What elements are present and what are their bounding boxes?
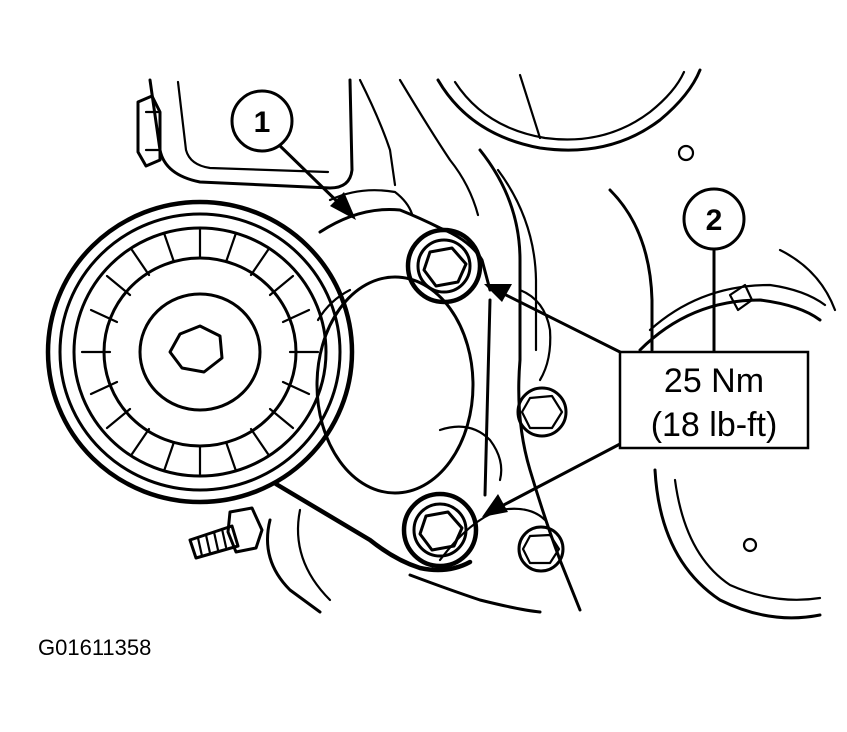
leader-arrowhead-upper bbox=[484, 284, 512, 302]
callout-1-arrowhead bbox=[330, 192, 356, 220]
stud-bolt bbox=[188, 506, 264, 560]
pulley-hex-bolt bbox=[168, 324, 224, 374]
leader-arrowhead-lower bbox=[482, 494, 508, 517]
torque-spec-box: 25 Nm (18 lb-ft) bbox=[618, 350, 810, 450]
tensioner-pulley bbox=[45, 199, 355, 505]
mounting-bolt-middle bbox=[516, 386, 568, 438]
figure-id: G01611358 bbox=[38, 635, 151, 660]
callout-1: 1 bbox=[230, 89, 356, 220]
pulley-spokes bbox=[80, 226, 320, 478]
torque-metric: 25 Nm bbox=[664, 362, 764, 400]
tensioner-body bbox=[273, 189, 492, 573]
tensioner-bolt-upper bbox=[405, 227, 483, 305]
engine-block-outline bbox=[136, 68, 837, 620]
tensioner-bolt-lower bbox=[401, 491, 479, 569]
mounting-bolt-lower bbox=[517, 525, 565, 573]
callout-2-number: 2 bbox=[706, 204, 723, 237]
torque-leaders bbox=[482, 284, 622, 517]
callout-1-number: 1 bbox=[254, 106, 271, 139]
callout-2: 2 bbox=[682, 187, 746, 354]
torque-imperial: (18 lb-ft) bbox=[651, 406, 778, 444]
